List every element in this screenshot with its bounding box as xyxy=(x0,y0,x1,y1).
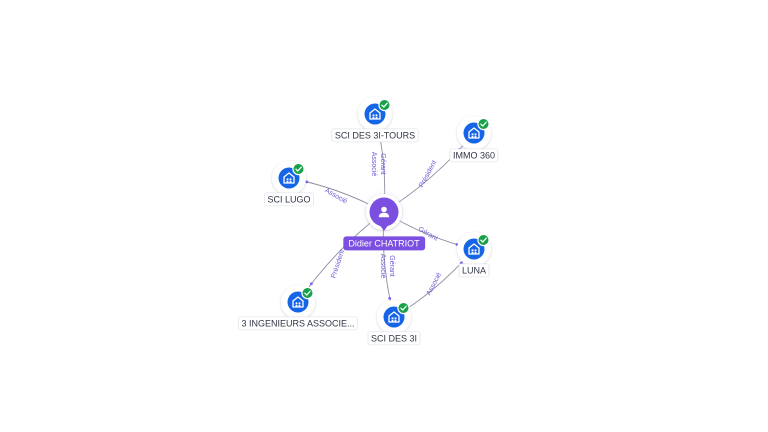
company-name: IMMO 360 xyxy=(453,150,495,160)
building-icon xyxy=(292,296,304,308)
person-name: Didier CHATRIOT xyxy=(348,238,420,248)
edge-role-label: Associé xyxy=(323,187,348,205)
check-badge-icon xyxy=(292,162,305,176)
company-name: LUNA xyxy=(462,265,486,275)
company-label: 3 INGENIEURS ASSOCIE... xyxy=(238,316,358,331)
center-name-label: Didier CHATRIOT xyxy=(343,236,426,251)
company-label: IMMO 360 xyxy=(449,148,499,163)
company-node-luna[interactable]: LUNA xyxy=(457,232,491,278)
building-icon xyxy=(283,172,295,184)
check-badge-icon xyxy=(477,233,490,247)
building-icon xyxy=(468,243,480,255)
company-label-bg xyxy=(238,316,358,331)
person-icon xyxy=(378,206,390,218)
check-badge-icon xyxy=(477,117,490,131)
building-icon xyxy=(468,127,480,139)
company-node-sci-lugo[interactable]: SCI LUGO xyxy=(264,161,314,207)
check-badge-icon xyxy=(378,98,391,112)
edge-role-label: Associé xyxy=(370,152,377,177)
company-label-bg xyxy=(264,192,314,207)
company-label: SCI LUGO xyxy=(264,192,314,207)
company-label: LUNA xyxy=(458,263,490,278)
check-badge-icon xyxy=(301,286,314,300)
edge-role-label: Gérant xyxy=(379,153,386,174)
company-node-immo-360[interactable]: IMMO 360 xyxy=(449,116,499,163)
building-icon xyxy=(369,108,381,120)
edge-role-label: Gérant xyxy=(388,255,395,276)
company-node-sci-des-3i[interactable]: SCI DES 3I xyxy=(367,300,421,346)
edge-role-label: Président xyxy=(418,159,438,188)
person-name-pill xyxy=(343,236,426,251)
company-name: SCI LUGO xyxy=(267,194,310,204)
check-badge-icon xyxy=(397,301,410,315)
company-node-3-ingenieurs-associes[interactable]: 3 INGENIEURS ASSOCIE... xyxy=(238,285,358,331)
edge-arrow xyxy=(305,180,309,184)
center-node[interactable]: Didier CHATRIOT xyxy=(343,188,426,251)
company-label: SCI DES 3I xyxy=(367,331,421,346)
building-icon xyxy=(388,311,400,323)
company-name: SCI DES 3I-TOURS xyxy=(335,130,415,140)
company-label-bg xyxy=(331,128,419,143)
company-label: SCI DES 3I-TOURS xyxy=(331,128,419,143)
edge-role-label: Associé xyxy=(379,254,386,279)
company-label-bg xyxy=(458,263,490,278)
company-name: 3 INGENIEURS ASSOCIE... xyxy=(241,318,354,328)
company-label-bg xyxy=(449,148,499,163)
edge-arrow xyxy=(388,296,392,300)
company-node-sci-des-3i-tours[interactable]: SCI DES 3I-TOURS xyxy=(331,97,419,143)
edge-role-label: Président xyxy=(330,249,346,279)
center-pin-tail xyxy=(379,224,389,231)
company-label-bg xyxy=(367,331,421,346)
edge-role-label: Associé xyxy=(425,272,443,297)
company-name: SCI DES 3I xyxy=(371,333,417,343)
edge-arrow xyxy=(309,282,313,286)
